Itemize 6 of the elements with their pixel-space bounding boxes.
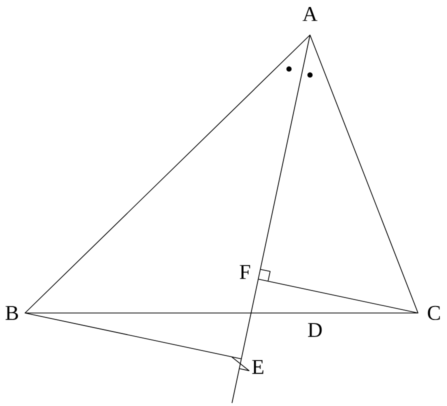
point-label: E: [252, 360, 264, 374]
point-label: D: [308, 323, 322, 337]
point-label: F: [240, 265, 250, 279]
point-label: B: [6, 306, 18, 320]
point-label: C: [428, 306, 440, 320]
point-label: A: [302, 7, 318, 21]
